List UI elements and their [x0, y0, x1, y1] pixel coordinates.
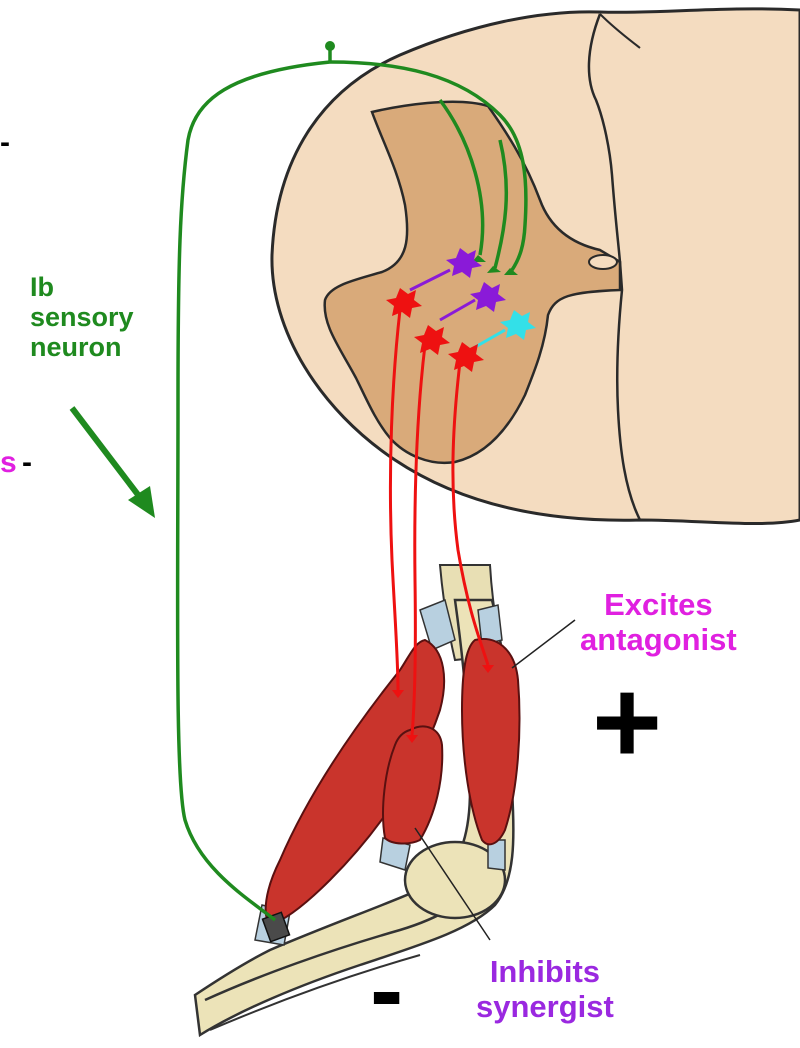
label-line-sensory: sensory	[30, 302, 134, 332]
plus-sign: +	[592, 662, 662, 782]
label-line-inhibits: Inhibits	[476, 955, 614, 990]
minus-sign: -	[370, 940, 403, 1040]
label-line-ib: Ib	[30, 272, 134, 302]
sensory-pointer-arrow	[72, 408, 142, 500]
arm	[195, 565, 519, 1035]
spinal-cord	[272, 9, 800, 524]
label-line-antagonist: antagonist	[580, 623, 737, 658]
excites-antagonist-label: Excites antagonist	[580, 588, 737, 657]
label-line-neuron: neuron	[30, 332, 134, 362]
dorsal-root-ganglion	[325, 41, 335, 51]
label-line-synergist: synergist	[476, 990, 614, 1025]
ib-sensory-neuron-label: Ib sensory neuron	[30, 272, 134, 363]
cut-off-letter-s: s	[0, 448, 17, 478]
inhibits-synergist-label: Inhibits synergist	[476, 955, 614, 1024]
cut-off-dash-top: -	[0, 128, 10, 158]
label-line-excites: Excites	[580, 588, 737, 623]
central-canal	[589, 255, 617, 269]
cut-off-dash-mid: -	[22, 448, 32, 478]
excites-pointer-line	[512, 620, 575, 668]
